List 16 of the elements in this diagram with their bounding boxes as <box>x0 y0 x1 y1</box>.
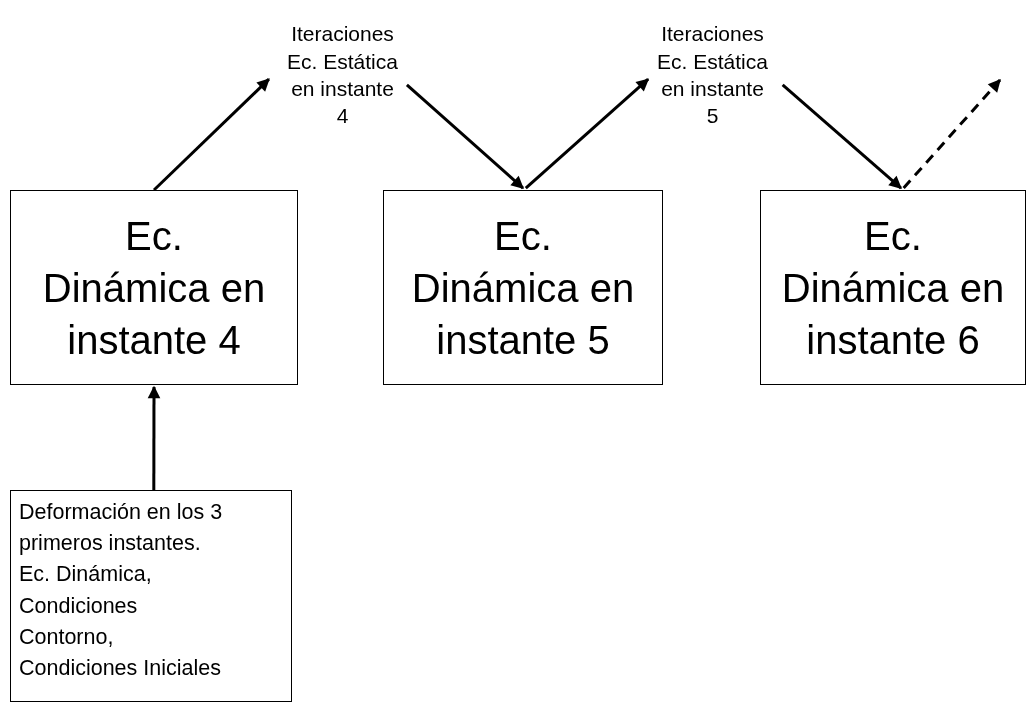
process-box <box>10 190 298 385</box>
box-text: Ec. Dinámica en instante 6 <box>780 212 1006 364</box>
arrow <box>152 78 270 192</box>
arrow <box>147 385 161 490</box>
iteration-label: Iteraciones Ec. Estática en instante 4 <box>286 21 399 130</box>
iteration-label: Iteraciones Ec. Estática en instante 5 <box>656 21 769 130</box>
note-box <box>10 490 292 702</box>
process-box <box>383 190 663 385</box>
box-text: Ec. Dinámica en instante 5 <box>410 212 636 364</box>
arrow <box>524 78 650 190</box>
box-text: Ec. Dinámica en instante 4 <box>41 212 267 364</box>
arrow <box>902 79 1002 190</box>
arrow <box>405 83 524 190</box>
process-box <box>760 190 1026 385</box>
arrow <box>781 83 902 190</box>
box-text: Deformación en los 3 primeros instantes. Ec. Dinámica, Condiciones Contorno, Condiciones Iniciales <box>19 499 224 682</box>
